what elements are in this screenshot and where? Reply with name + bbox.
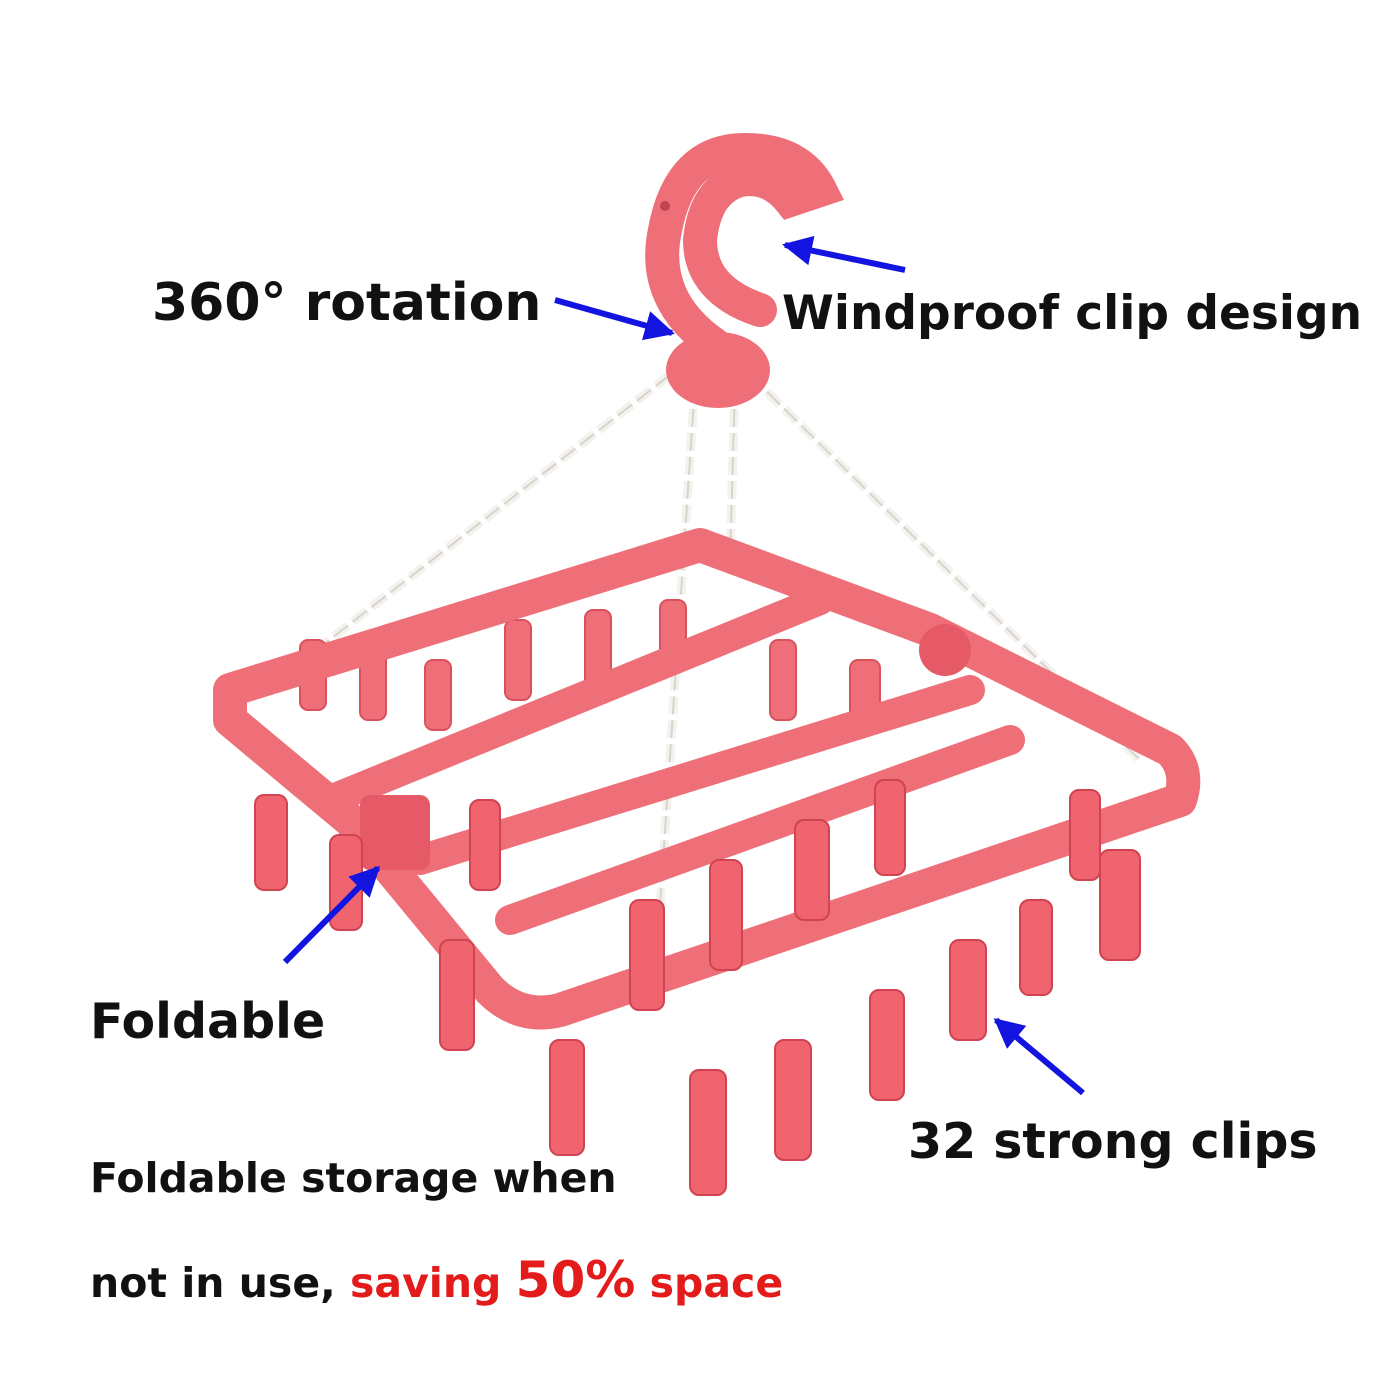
arrow-icon: [282, 865, 381, 965]
clips-front-row: [254, 779, 1141, 1196]
arrow-icon: [554, 297, 675, 341]
foldable-label: Foldable: [90, 993, 326, 1050]
arrow-icon: [782, 235, 906, 273]
swivel-base: [666, 332, 770, 408]
storage-note-prefix: not in use,: [90, 1259, 350, 1307]
storage-note-line1: Foldable storage when: [90, 1154, 617, 1202]
hinge-back: [919, 624, 971, 676]
rotation-label: 360° rotation: [152, 273, 542, 333]
storage-note-line2: not in use, saving 50% space: [90, 1255, 783, 1305]
windproof-label: Windproof clip design: [782, 286, 1363, 341]
storage-note-percent: 50%: [515, 1251, 636, 1309]
storage-note-suffix: space: [635, 1259, 784, 1307]
arrow-group: [282, 235, 1085, 1096]
storage-note-accent: saving: [350, 1259, 516, 1307]
hinge-front: [360, 795, 430, 870]
arrow-icon: [993, 1017, 1085, 1096]
clips-label: 32 strong clips: [908, 1113, 1318, 1170]
rack-frame: [213, 528, 1201, 1030]
hook: [645, 132, 844, 408]
